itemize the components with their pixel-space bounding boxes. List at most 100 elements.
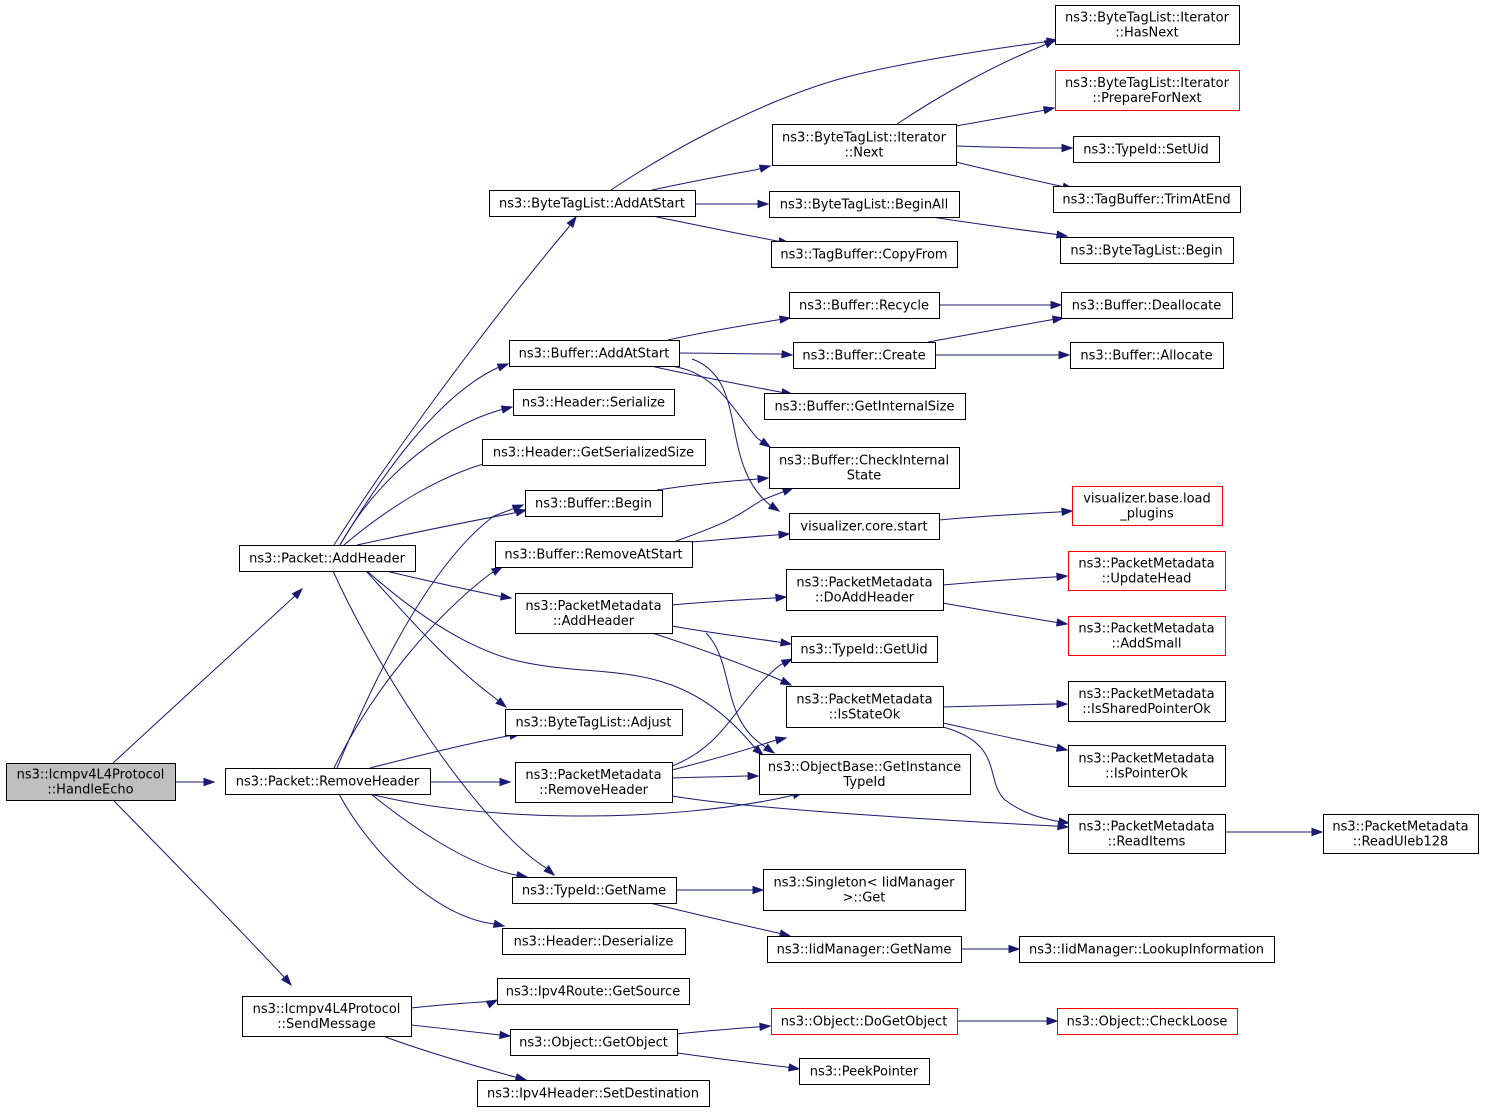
edge-pm-addheader-to-pm-doaddheader — [671, 593, 788, 606]
node-peekpointer[interactable]: ns3::PeekPointer — [799, 1058, 930, 1085]
edge-buffer-removeatstart-to-buffer-checkinternalstate — [675, 487, 795, 542]
node-ipv4route-getsource[interactable]: ns3::Ipv4Route::GetSource — [497, 978, 690, 1005]
edge-arrowhead — [752, 744, 765, 756]
edge-line — [671, 596, 787, 606]
edge-line — [931, 216, 1068, 237]
node-object-checkloose[interactable]: ns3::Object::CheckLoose — [1057, 1008, 1238, 1035]
edge-packet-removeheader-to-header-deserialize — [338, 793, 506, 928]
node-box — [771, 1008, 958, 1035]
edge-line — [671, 658, 793, 767]
edge-arrowhead — [514, 508, 528, 517]
node-typeid-getuid[interactable]: ns3::TypeId::GetUid — [791, 636, 938, 663]
node-iterator-preparefornext[interactable]: ns3::ByteTagList::Iterator::PrepareForNe… — [1055, 70, 1240, 111]
node-label: ns3::Object::GetObject — [519, 1036, 668, 1051]
node-box — [769, 447, 960, 489]
node-buffer-deallocate[interactable]: ns3::Buffer::Deallocate — [1061, 292, 1233, 319]
edge-arrowhead — [499, 1030, 512, 1040]
node-pm-updatehead[interactable]: ns3::PacketMetadata::UpdateHead — [1068, 551, 1226, 591]
node-box — [759, 754, 971, 795]
edge-iterator-next-to-iterator-hasnext — [896, 39, 1057, 125]
edge-line — [410, 1024, 511, 1037]
node-box — [525, 490, 663, 517]
node-tagbuffer-copyfrom[interactable]: ns3::TagBuffer::CopyFrom — [771, 241, 958, 268]
node-sendmessage[interactable]: ns3::Icmpv4L4Protocol::SendMessage — [242, 996, 412, 1037]
node-buffer-addatstart[interactable]: ns3::Buffer::AddAtStart — [509, 340, 680, 367]
node-label: ::Next — [844, 146, 883, 161]
edge-packet-removeheader-to-bytetaglist-adjust — [369, 731, 522, 769]
edge-buffer-create-to-buffer-deallocate — [927, 315, 1065, 343]
node-buffer-recycle[interactable]: ns3::Buffer::Recycle — [789, 292, 940, 319]
edge-line — [651, 215, 790, 244]
edge-iidmanager-getname-to-iidmanager-lookupinformation — [961, 944, 1021, 954]
node-buffer-allocate[interactable]: ns3::Buffer::Allocate — [1070, 342, 1224, 369]
node-label: ::HasNext — [1115, 26, 1179, 41]
edge-line — [649, 902, 791, 937]
edge-packet-addheader-to-pm-addheader — [385, 570, 513, 601]
node-singleton-get[interactable]: ns3::Singleton< IidManager >::Get — [763, 869, 966, 911]
node-ipv4header-setdestination[interactable]: ns3::Ipv4Header::SetDestination — [477, 1080, 710, 1107]
node-header-getserializedsize[interactable]: ns3::Header::GetSerializedSize — [482, 439, 706, 466]
node-bytetaglist-beginall[interactable]: ns3::ByteTagList::BeginAll — [769, 191, 960, 218]
node-header-serialize[interactable]: ns3::Header::Serialize — [513, 389, 675, 416]
node-packet-removeheader[interactable]: ns3::Packet::RemoveHeader — [225, 768, 431, 795]
edge-arrowhead — [499, 592, 513, 601]
node-box — [1068, 681, 1226, 722]
edge-packet-addheader-to-bytetaglist-adjust — [365, 570, 508, 708]
node-packet-addheader[interactable]: ns3::Packet::AddHeader — [239, 545, 416, 572]
node-bytetaglist-addatstart[interactable]: ns3::ByteTagList::AddAtStart — [489, 190, 696, 217]
node-tagbuffer-trimatend[interactable]: ns3::TagBuffer::TrimAtEnd — [1053, 186, 1241, 213]
node-object-getobject[interactable]: ns3::Object::GetObject — [510, 1029, 678, 1056]
node-buffer-begin[interactable]: ns3::Buffer::Begin — [525, 490, 663, 517]
node-iterator-hasnext[interactable]: ns3::ByteTagList::Iterator::HasNext — [1055, 5, 1240, 45]
node-pm-addheader[interactable]: ns3::PacketMetadata::AddHeader — [515, 593, 673, 634]
node-label: ns3::PacketMetadata — [796, 576, 932, 591]
node-pm-readitems[interactable]: ns3::PacketMetadata::ReadItems — [1068, 814, 1226, 854]
edge-visualizer-core-start-to-visualizer-base-loadplugins — [938, 507, 1074, 521]
node-label: ns3::PacketMetadata — [1078, 820, 1214, 835]
edge-arrowhead — [758, 164, 772, 173]
node-box — [1061, 292, 1233, 319]
node-box — [1060, 237, 1234, 264]
node-iterator-next[interactable]: ns3::ByteTagList::Iterator::Next — [772, 124, 957, 166]
node-bytetaglist-adjust[interactable]: ns3::ByteTagList::Adjust — [505, 709, 683, 736]
node-buffer-getinternalsize[interactable]: ns3::Buffer::GetInternalSize — [764, 393, 966, 420]
node-visualizer-core-start[interactable]: visualizer.core.start — [789, 513, 940, 540]
edge-arrowhead — [779, 676, 793, 686]
edge-line — [366, 570, 764, 756]
edge-arrowhead — [767, 501, 781, 512]
node-label: State — [847, 469, 881, 484]
node-visualizer-base-loadplugins[interactable]: visualizer.base.load_plugins — [1072, 486, 1223, 526]
edge-line — [339, 406, 513, 546]
node-pm-addsmall[interactable]: ns3::PacketMetadata::AddSmall — [1068, 616, 1226, 656]
node-pm-issharedpointerok[interactable]: ns3::PacketMetadata::IsSharedPointerOk — [1068, 681, 1226, 722]
edge-arrowhead — [752, 885, 765, 895]
edge-line — [667, 317, 791, 341]
node-pm-ispointerok[interactable]: ns3::PacketMetadata::IsPointerOk — [1068, 745, 1226, 787]
node-label: ns3::PacketMetadata — [525, 599, 661, 614]
node-iidmanager-getname[interactable]: ns3::IidManager::GetName — [767, 936, 962, 963]
node-pm-doaddheader[interactable]: ns3::PacketMetadata::DoAddHeader — [786, 569, 944, 611]
node-pm-readuleb128[interactable]: ns3::PacketMetadata::ReadUleb128 — [1323, 814, 1479, 854]
node-bytetaglist-begin[interactable]: ns3::ByteTagList::Begin — [1060, 237, 1234, 264]
node-object-dogetobject[interactable]: ns3::Object::DoGetObject — [771, 1008, 958, 1035]
node-iidmanager-lookupinformation[interactable]: ns3::IidManager::LookupInformation — [1019, 936, 1275, 963]
node-typeid-getname[interactable]: ns3::TypeId::GetName — [512, 877, 677, 904]
node-header-deserialize[interactable]: ns3::Header::Deserialize — [502, 928, 686, 955]
node-pm-isstateok[interactable]: ns3::PacketMetadata::IsStateOk — [786, 686, 944, 728]
edge-arrowhead — [1055, 743, 1069, 752]
node-pm-removeheader[interactable]: ns3::PacketMetadata::RemoveHeader — [515, 762, 673, 803]
node-typeid-setuid[interactable]: ns3::TypeId::SetUid — [1073, 136, 1220, 163]
nodes-layer: ns3::Icmpv4L4Protocol::HandleEchons3::Pa… — [6, 5, 1479, 1107]
node-label: ns3::Buffer::GetInternalSize — [775, 400, 955, 415]
node-buffer-removeatstart[interactable]: ns3::Buffer::RemoveAtStart — [495, 541, 693, 568]
edge-bytetaglist-addatstart-to-iterator-hasnext — [610, 37, 1059, 191]
edge-arrowhead — [1051, 315, 1065, 324]
node-handle-echo[interactable]: ns3::Icmpv4L4Protocol::HandleEcho — [6, 763, 176, 801]
node-label: ns3::Packet::RemoveHeader — [236, 775, 420, 790]
node-label: ns3::Icmpv4L4Protocol — [253, 1002, 401, 1017]
node-label: ns3::PacketMetadata — [1078, 687, 1214, 702]
edge-buffer-addatstart-to-visualizer-core-start — [691, 358, 781, 512]
node-buffer-create[interactable]: ns3::Buffer::Create — [793, 342, 936, 369]
